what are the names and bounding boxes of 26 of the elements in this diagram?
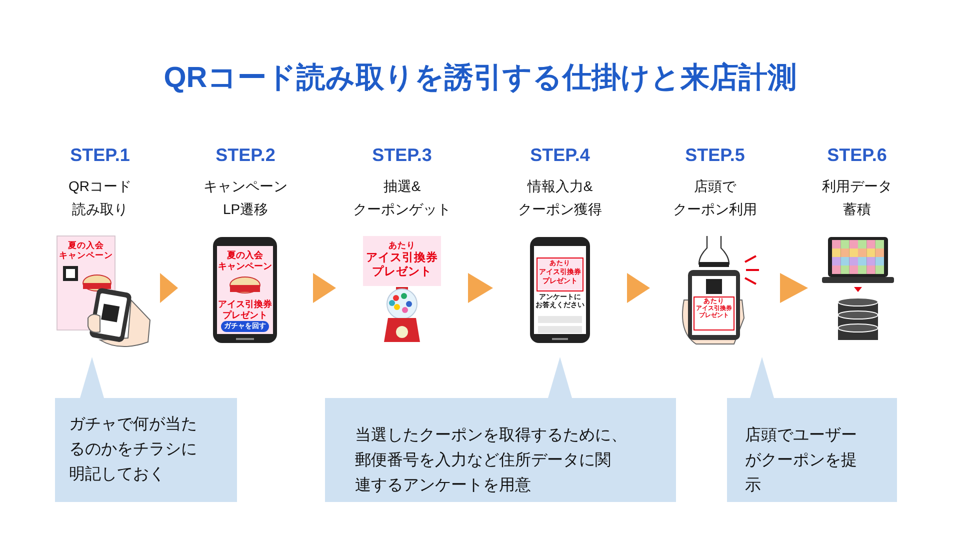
step-label: STEP.2 [214,145,276,166]
step-caption: キャンペーンLP遷移 [202,177,288,219]
chevron-arrow [780,273,808,303]
step-label: STEP.3 [371,145,433,166]
poster-text: 夏の入会キャンペーン [59,240,113,260]
callout-text: ガチャで何が当たるのかをチラシに明記しておく [69,415,197,485]
chevron-arrow [468,273,493,303]
step-caption: 店頭でクーポン利用 [672,177,758,219]
step-caption: 情報入力&クーポン獲得 [517,177,603,219]
sign-text: あたり [388,240,416,250]
step-label: STEP.1 [69,145,131,166]
screen-text: アイス引換券プレゼント [217,299,273,321]
chevron-arrow [160,273,178,303]
sign-text: アイス引換券プレゼント [365,252,439,280]
step-caption: 抽選&クーポンゲット [352,177,452,219]
screen-text: 夏の入会キャンペーン [217,250,273,272]
callout-text: 店頭でユーザーがクーポンを提示 [745,426,857,496]
callout-text: 当選したクーポンを取得するために、郵便番号を入力など住所データに関連するアンケートを用意 [355,426,627,496]
step-label: STEP.6 [826,145,888,166]
step-caption: QRコード読み取り [68,177,132,219]
step-caption: 利用データ蓄積 [821,177,893,219]
step-label: STEP.5 [684,145,746,166]
chevron-arrow [313,273,336,303]
title: QRコード読み取りを誘引する仕掛けと来店計測 [162,60,798,96]
step-label: STEP.4 [529,145,591,166]
chevron-arrow [627,273,650,303]
